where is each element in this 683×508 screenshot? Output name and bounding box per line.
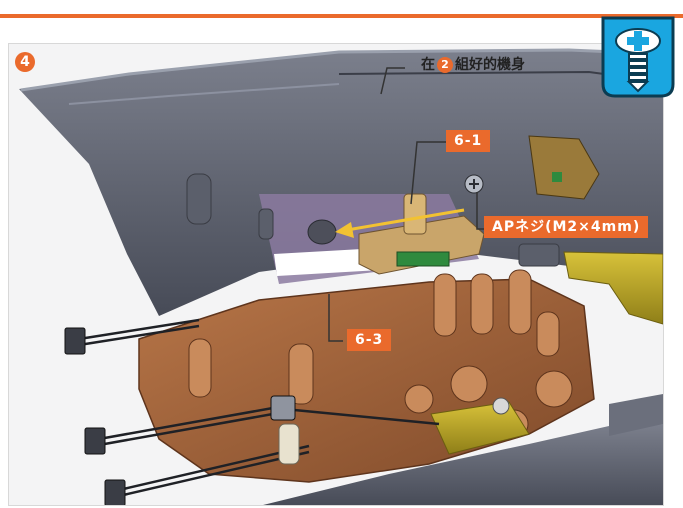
arrow-head	[335, 222, 354, 238]
cable-clip	[278, 423, 300, 465]
screw-icon	[601, 16, 675, 98]
shell-ridge	[68, 83, 340, 105]
lower-shell-corner	[609, 394, 663, 436]
assembly-illustration	[8, 43, 664, 506]
bracket-screw	[492, 397, 510, 415]
sensor-block	[358, 215, 485, 275]
screw-cross	[469, 179, 479, 189]
mount-hole	[307, 219, 337, 245]
olive-bracket	[430, 401, 530, 455]
label-part-6-1: 6-1	[446, 130, 491, 152]
label-6-3-leader	[328, 294, 343, 342]
label-part-6-3: 6-3	[347, 329, 392, 351]
olive-plate-right	[563, 251, 663, 325]
sensor-tab	[403, 193, 427, 235]
label-6-1-leader	[410, 141, 447, 205]
callout-title-prefix: 在	[421, 57, 435, 73]
label-screw-spec: APネジ(M2×4mm)	[484, 216, 649, 238]
callout-leader	[380, 67, 405, 95]
latch-block	[528, 135, 600, 200]
callout-circled-number: 2	[437, 57, 453, 73]
cable-connectors	[64, 327, 296, 505]
upper-shell	[19, 50, 663, 316]
latch-indicator	[552, 172, 562, 182]
direction-arrow	[346, 208, 465, 232]
callout-title-suffix: 組好的機身	[455, 57, 525, 73]
step-number-badge: 4	[15, 52, 35, 72]
screw-label-leader	[476, 192, 484, 230]
lower-shell	[263, 424, 663, 505]
shell-posts	[186, 173, 560, 267]
assembly-render	[19, 48, 663, 505]
sensor-pcb	[396, 251, 450, 267]
cable-harness	[78, 318, 440, 498]
shell-edge-highlight	[20, 48, 663, 92]
header-accent-bar	[0, 14, 683, 18]
